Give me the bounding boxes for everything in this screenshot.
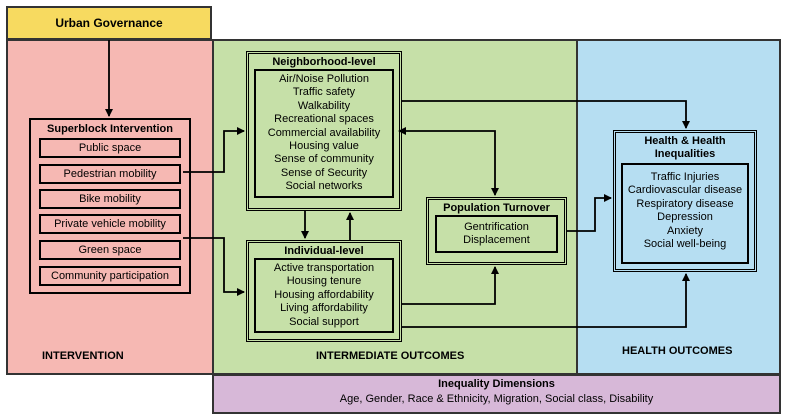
neighborhood-item: Sense of community <box>274 153 374 166</box>
health-item: Social well-being <box>643 238 727 251</box>
neighborhood-item: Recreational spaces <box>274 113 374 126</box>
health-item: Traffic Injuries <box>650 171 720 183</box>
individual-list: Active transportation Housing tenure Hou… <box>254 258 394 333</box>
population-turnover-item: Gentrification <box>464 221 529 233</box>
superblock-item: Private vehicle mobility <box>39 214 181 234</box>
neighborhood-list: Air/Noise Pollution Traffic safety Walka… <box>254 69 394 198</box>
individual-item: Housing tenure <box>286 275 362 288</box>
superblock-item: Bike mobility <box>39 189 181 209</box>
population-turnover-list: Gentrification Displacement <box>435 215 558 253</box>
individual-item: Active transportation <box>273 262 375 274</box>
neighborhood-item: Walkability <box>297 99 351 112</box>
neighborhood-title: Neighborhood-level <box>272 56 376 68</box>
health-list: Traffic Injuries Cardiovascular disease … <box>621 163 749 264</box>
intermediate-outcomes-label: INTERMEDIATE OUTCOMES <box>316 350 465 362</box>
neighborhood-item: Sense of Security <box>280 166 368 179</box>
inequality-title: Inequality Dimensions <box>438 378 555 390</box>
health-title-line2: Inequalities <box>654 148 716 160</box>
neighborhood-item: Housing value <box>289 140 359 153</box>
neighborhood-item: Traffic safety <box>292 86 356 99</box>
individual-item: Living affordability <box>280 302 368 315</box>
population-turnover-title: Population Turnover <box>443 202 550 214</box>
health-title-line1: Health & Health <box>644 135 726 147</box>
health-item: Anxiety <box>666 224 704 237</box>
inequality-dimensions-box: Inequality Dimensions Age, Gender, Race … <box>212 374 781 414</box>
individual-item: Housing affordability <box>274 288 374 301</box>
superblock-item: Green space <box>39 240 181 260</box>
superblock-item: Pedestrian mobility <box>39 164 181 184</box>
superblock-intervention-box: Superblock Intervention <box>29 118 191 294</box>
neighborhood-item: Social networks <box>285 180 363 193</box>
intervention-label: INTERVENTION <box>42 350 124 362</box>
inequality-text: Age, Gender, Race & Ethnicity, Migration… <box>339 393 654 405</box>
individual-level-box: Individual-level <box>246 240 402 342</box>
health-item: Cardiovascular disease <box>627 184 743 197</box>
health-outcomes-label: HEALTH OUTCOMES <box>622 345 733 357</box>
urban-governance-label: Urban Governance <box>55 16 163 30</box>
neighborhood-item: Commercial availability <box>267 126 381 139</box>
neighborhood-item: Air/Noise Pollution <box>279 73 369 85</box>
population-turnover-box: Population Turnover <box>426 197 567 265</box>
superblock-item: Community participation <box>39 266 181 286</box>
individual-item: Social support <box>289 315 359 328</box>
superblock-title: Superblock Intervention <box>47 123 173 135</box>
health-inequalities-box: Health & Health Inequalities <box>613 130 757 272</box>
population-turnover-item: Displacement <box>463 234 530 247</box>
superblock-item: Public space <box>39 138 181 158</box>
individual-title: Individual-level <box>284 245 364 257</box>
urban-governance-box: Urban Governance <box>6 6 212 40</box>
health-item: Depression <box>657 211 713 224</box>
health-item: Respiratory disease <box>636 197 734 210</box>
